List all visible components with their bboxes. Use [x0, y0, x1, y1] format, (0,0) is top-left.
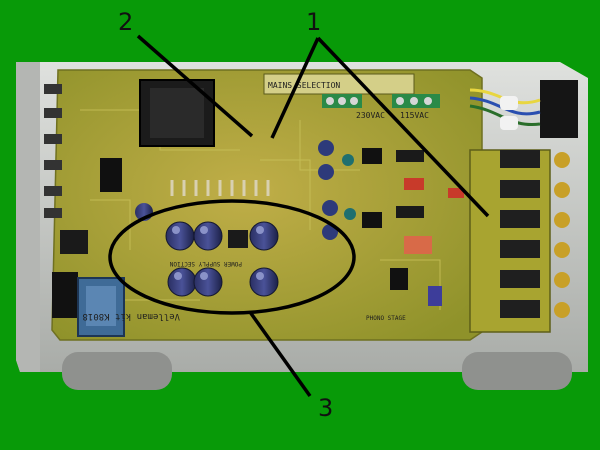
power-supply-label: POWER SUPPLY SECTION	[169, 260, 242, 267]
model-label: Velleman kit K8018	[82, 311, 180, 321]
leader-line-2	[136, 34, 254, 138]
din-socket	[52, 272, 125, 337]
highlight-ellipse	[108, 199, 356, 315]
power-supply-capacitors	[165, 221, 279, 297]
phono-stage-label: PHONO STAGE	[366, 315, 406, 322]
leader-lines	[136, 34, 490, 398]
voltage-115-label: 115VAC	[400, 111, 429, 120]
mains-inlet	[469, 80, 578, 138]
voltage-230-label: 230VAC	[356, 111, 385, 120]
transformer	[139, 79, 215, 147]
small-components	[100, 140, 464, 306]
callout-2: 2	[118, 8, 133, 36]
mains-selection-label: MAINS SELECTION	[268, 81, 340, 90]
leader-line-1b	[316, 36, 490, 218]
callout-3: 3	[318, 394, 333, 422]
left-connector-column	[44, 84, 88, 254]
leader-line-3	[248, 310, 312, 398]
rca-jack-column	[500, 150, 570, 318]
leader-line-1a	[270, 37, 320, 139]
mains-selection-block: MAINS SELECTION 230VAC 115VAC	[263, 73, 440, 120]
callout-1: 1	[306, 8, 321, 36]
